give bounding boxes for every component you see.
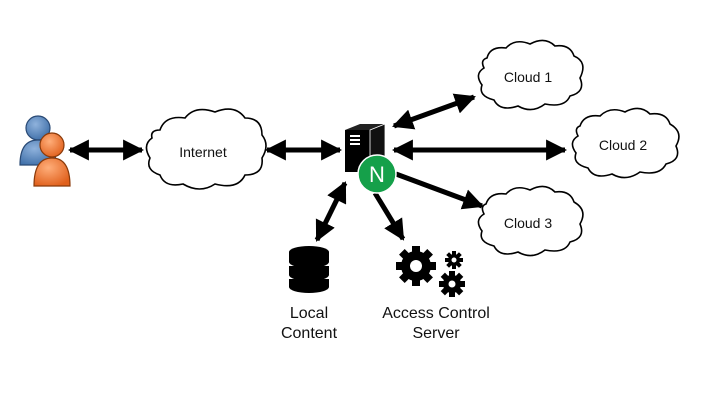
nginx-badge: N bbox=[357, 154, 397, 194]
local-content-label-line1: Local bbox=[290, 305, 328, 322]
cloud-icon bbox=[477, 39, 584, 111]
cloud-icon bbox=[145, 108, 267, 190]
edges bbox=[67, 93, 568, 242]
edge-server-cloud1 bbox=[392, 93, 476, 130]
cloud2-label: Cloud 2 bbox=[599, 137, 647, 153]
database-icon bbox=[289, 246, 329, 293]
edge-server-local-content bbox=[314, 181, 348, 242]
edge-server-cloud3 bbox=[395, 171, 484, 210]
internet-node: Internet bbox=[145, 108, 267, 190]
access-control-label-line1: Access Control bbox=[382, 305, 490, 322]
local-content-node: Local Content bbox=[281, 246, 338, 342]
server-node: N bbox=[345, 123, 397, 194]
cloud2-node: Cloud 2 bbox=[571, 107, 680, 179]
cloud1-label: Cloud 1 bbox=[504, 69, 552, 85]
access-control-node: Access Control Server bbox=[382, 246, 490, 342]
cloud-icon bbox=[571, 107, 680, 179]
cloud-icon bbox=[477, 185, 584, 257]
local-content-label-line2: Content bbox=[281, 325, 338, 342]
cloud1-node: Cloud 1 bbox=[477, 39, 584, 111]
gears-icon bbox=[396, 246, 465, 297]
nginx-badge-letter: N bbox=[369, 162, 385, 187]
cloud3-node: Cloud 3 bbox=[477, 185, 584, 257]
cloud3-label: Cloud 3 bbox=[504, 215, 552, 231]
access-control-label-line2: Server bbox=[412, 325, 460, 342]
edge-server-access-control bbox=[372, 191, 406, 241]
internet-label: Internet bbox=[179, 144, 227, 160]
users-icon bbox=[19, 115, 71, 187]
